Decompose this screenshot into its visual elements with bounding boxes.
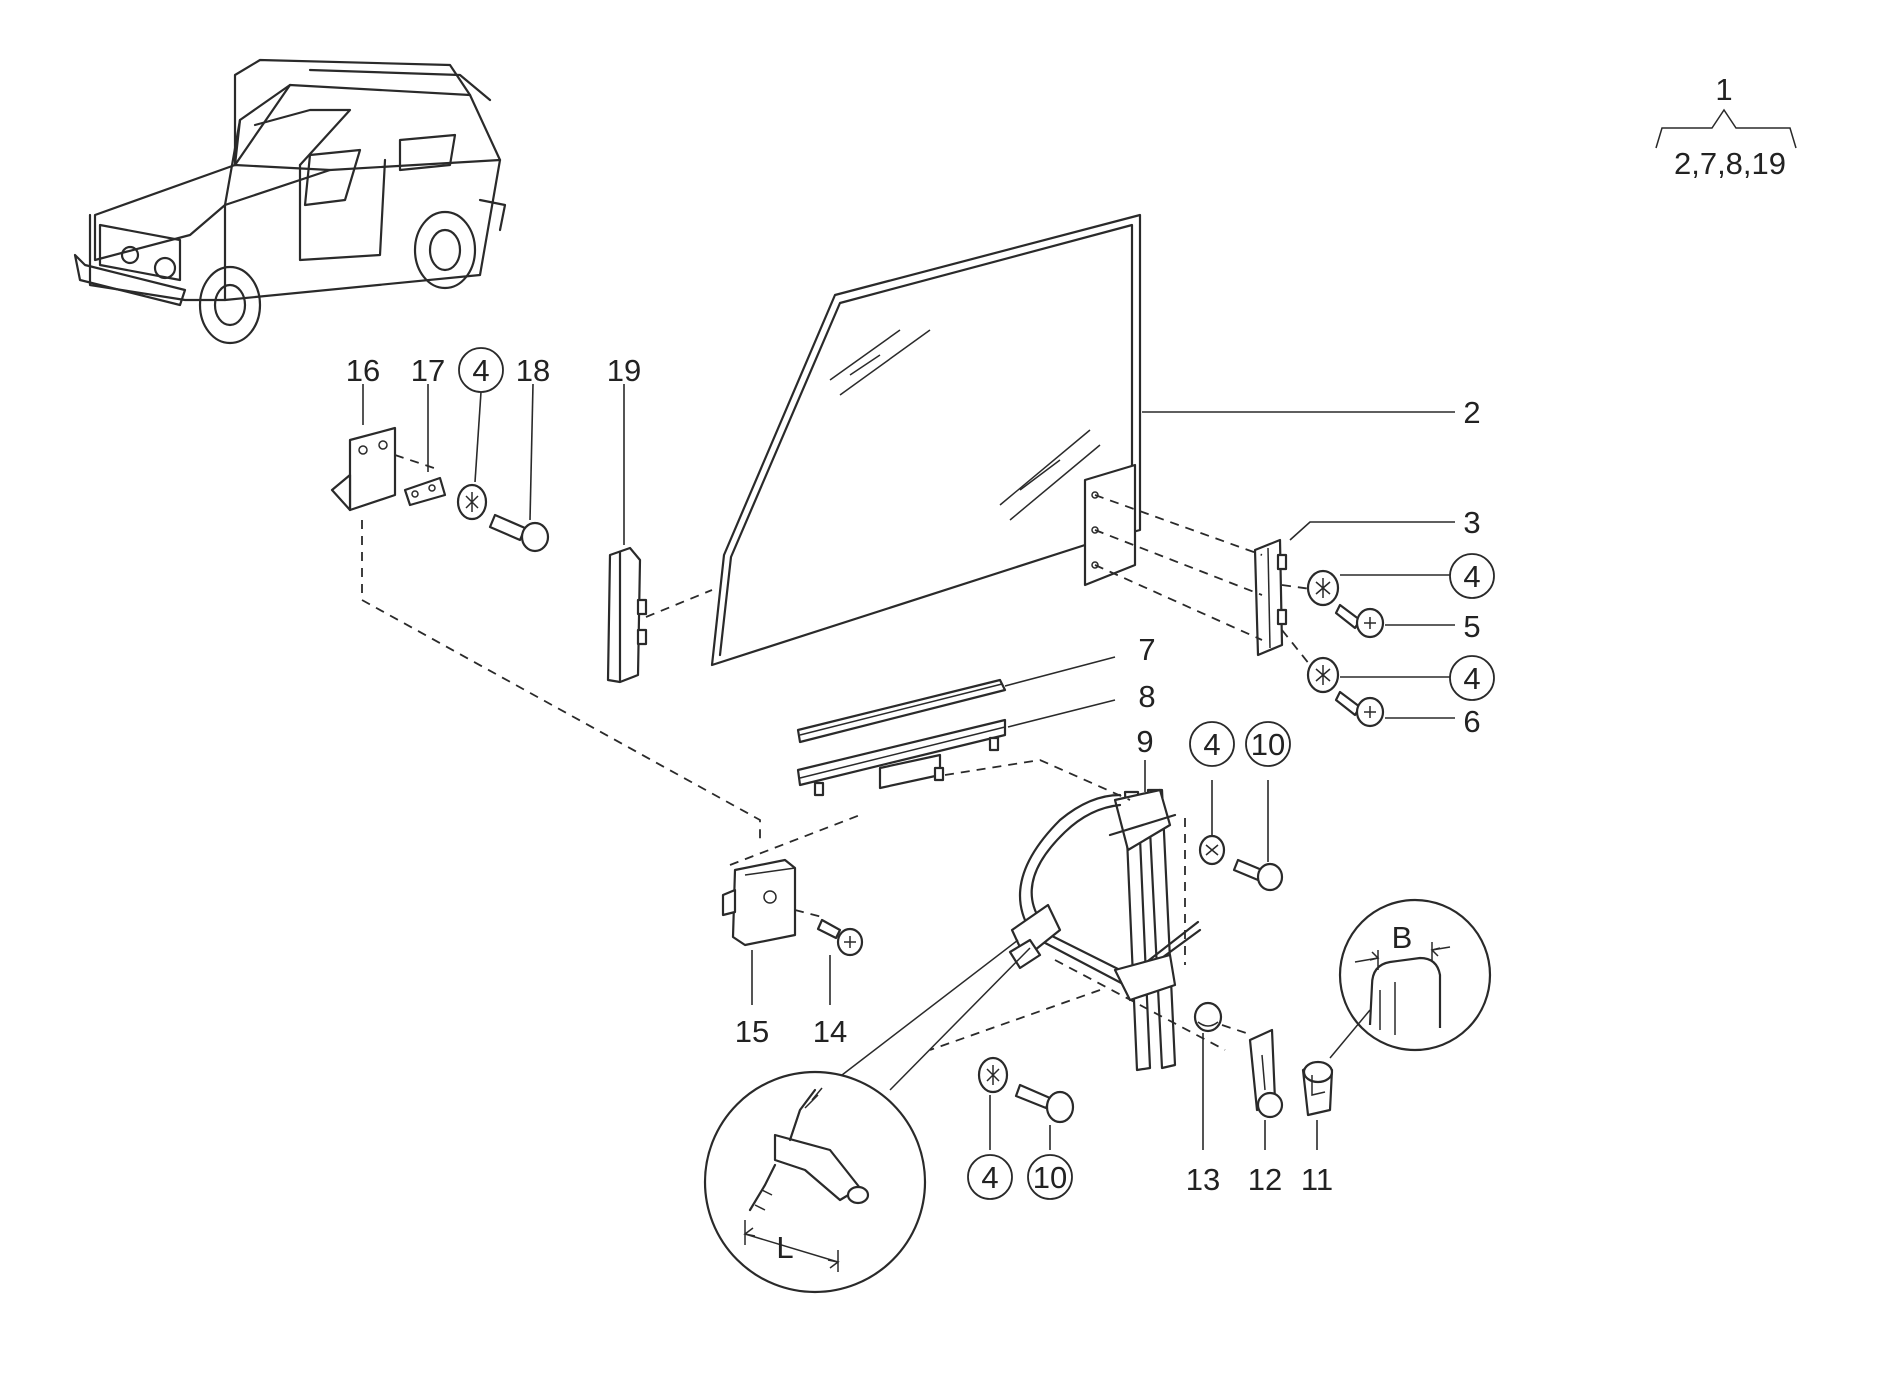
bracket-drop-line xyxy=(361,520,761,840)
callout-2: 2 xyxy=(1463,395,1480,430)
callout-rings xyxy=(458,347,1495,1200)
clip-12 xyxy=(1248,1028,1284,1119)
callout-4-regulator-bottom: 4 xyxy=(981,1160,998,1195)
callout-16: 16 xyxy=(346,353,380,388)
bolt-5 xyxy=(1334,603,1385,639)
callout-6: 6 xyxy=(1463,704,1480,739)
plug-13 xyxy=(1193,1001,1223,1033)
bolt-10-top xyxy=(1232,858,1284,892)
washer-reg-bottom xyxy=(977,1056,1009,1094)
callout-14: 14 xyxy=(813,1014,847,1049)
leader-lines xyxy=(362,383,1458,1150)
glass-channel-mount-line xyxy=(645,589,713,618)
guide-11 xyxy=(1301,1060,1334,1117)
bolt-18 xyxy=(488,513,550,553)
callout-19: 19 xyxy=(607,353,641,388)
assembly-brace xyxy=(1655,108,1797,149)
callout-10-top: 10 xyxy=(1251,727,1285,762)
window-glass xyxy=(710,213,1142,667)
screw-14 xyxy=(816,918,864,957)
detail-bubble-length: L xyxy=(703,939,1031,1294)
assembly-contents: 2,7,8,19 xyxy=(1674,146,1786,181)
plug-mount-line xyxy=(1221,1024,1253,1036)
seal-strip-7 xyxy=(796,678,1007,744)
crank-mount-line xyxy=(729,814,861,918)
assembly-reference: 1 2,7,8,19 xyxy=(1655,72,1797,181)
washer-glass-b xyxy=(1306,656,1340,694)
plate-17 xyxy=(403,476,447,507)
callout-labels: 16 17 4 18 19 2 3 4 5 4 6 7 8 9 4 10 15 … xyxy=(346,353,1481,1197)
bracket-mount-line xyxy=(394,454,441,471)
bolt-10-bottom xyxy=(1014,1083,1075,1124)
callout-11: 11 xyxy=(1301,1162,1333,1197)
crank-cover-15 xyxy=(721,858,797,947)
vehicle-illustration xyxy=(73,58,507,345)
callout-18: 18 xyxy=(516,353,550,388)
detail-width-label: B xyxy=(1392,920,1413,955)
callout-5: 5 xyxy=(1463,609,1480,644)
callout-3: 3 xyxy=(1463,505,1480,540)
washer-glass-a xyxy=(1306,569,1340,607)
callout-8: 8 xyxy=(1138,679,1155,714)
callout-12: 12 xyxy=(1248,1162,1282,1197)
seal-strip-8 xyxy=(796,718,1007,797)
callout-13: 13 xyxy=(1186,1162,1220,1197)
detail-length-label: L xyxy=(776,1230,793,1265)
callout-17: 17 xyxy=(411,353,445,388)
window-regulator xyxy=(1008,788,1202,1072)
glass-channel xyxy=(606,546,648,684)
lifter-plate-mount-lines xyxy=(1094,494,1319,676)
callout-4-glass-a: 4 xyxy=(1463,559,1480,594)
callout-4-bracket: 4 xyxy=(472,353,489,388)
washer-18 xyxy=(456,483,488,521)
regulator-mount-lines xyxy=(929,759,1226,1051)
callout-9: 9 xyxy=(1136,724,1153,759)
callout-7: 7 xyxy=(1138,632,1155,667)
callout-4-glass-b: 4 xyxy=(1463,661,1480,696)
washer-reg-top xyxy=(1198,834,1226,866)
bolt-6 xyxy=(1334,690,1385,728)
callout-4-regulator-top: 4 xyxy=(1203,727,1220,762)
lifter-plate xyxy=(1253,538,1288,657)
callout-15: 15 xyxy=(735,1014,769,1049)
detail-bubble-width: B xyxy=(1329,898,1492,1059)
bracket-16 xyxy=(330,426,397,512)
assembly-number: 1 xyxy=(1715,72,1732,107)
callout-10-bottom: 10 xyxy=(1033,1160,1067,1195)
